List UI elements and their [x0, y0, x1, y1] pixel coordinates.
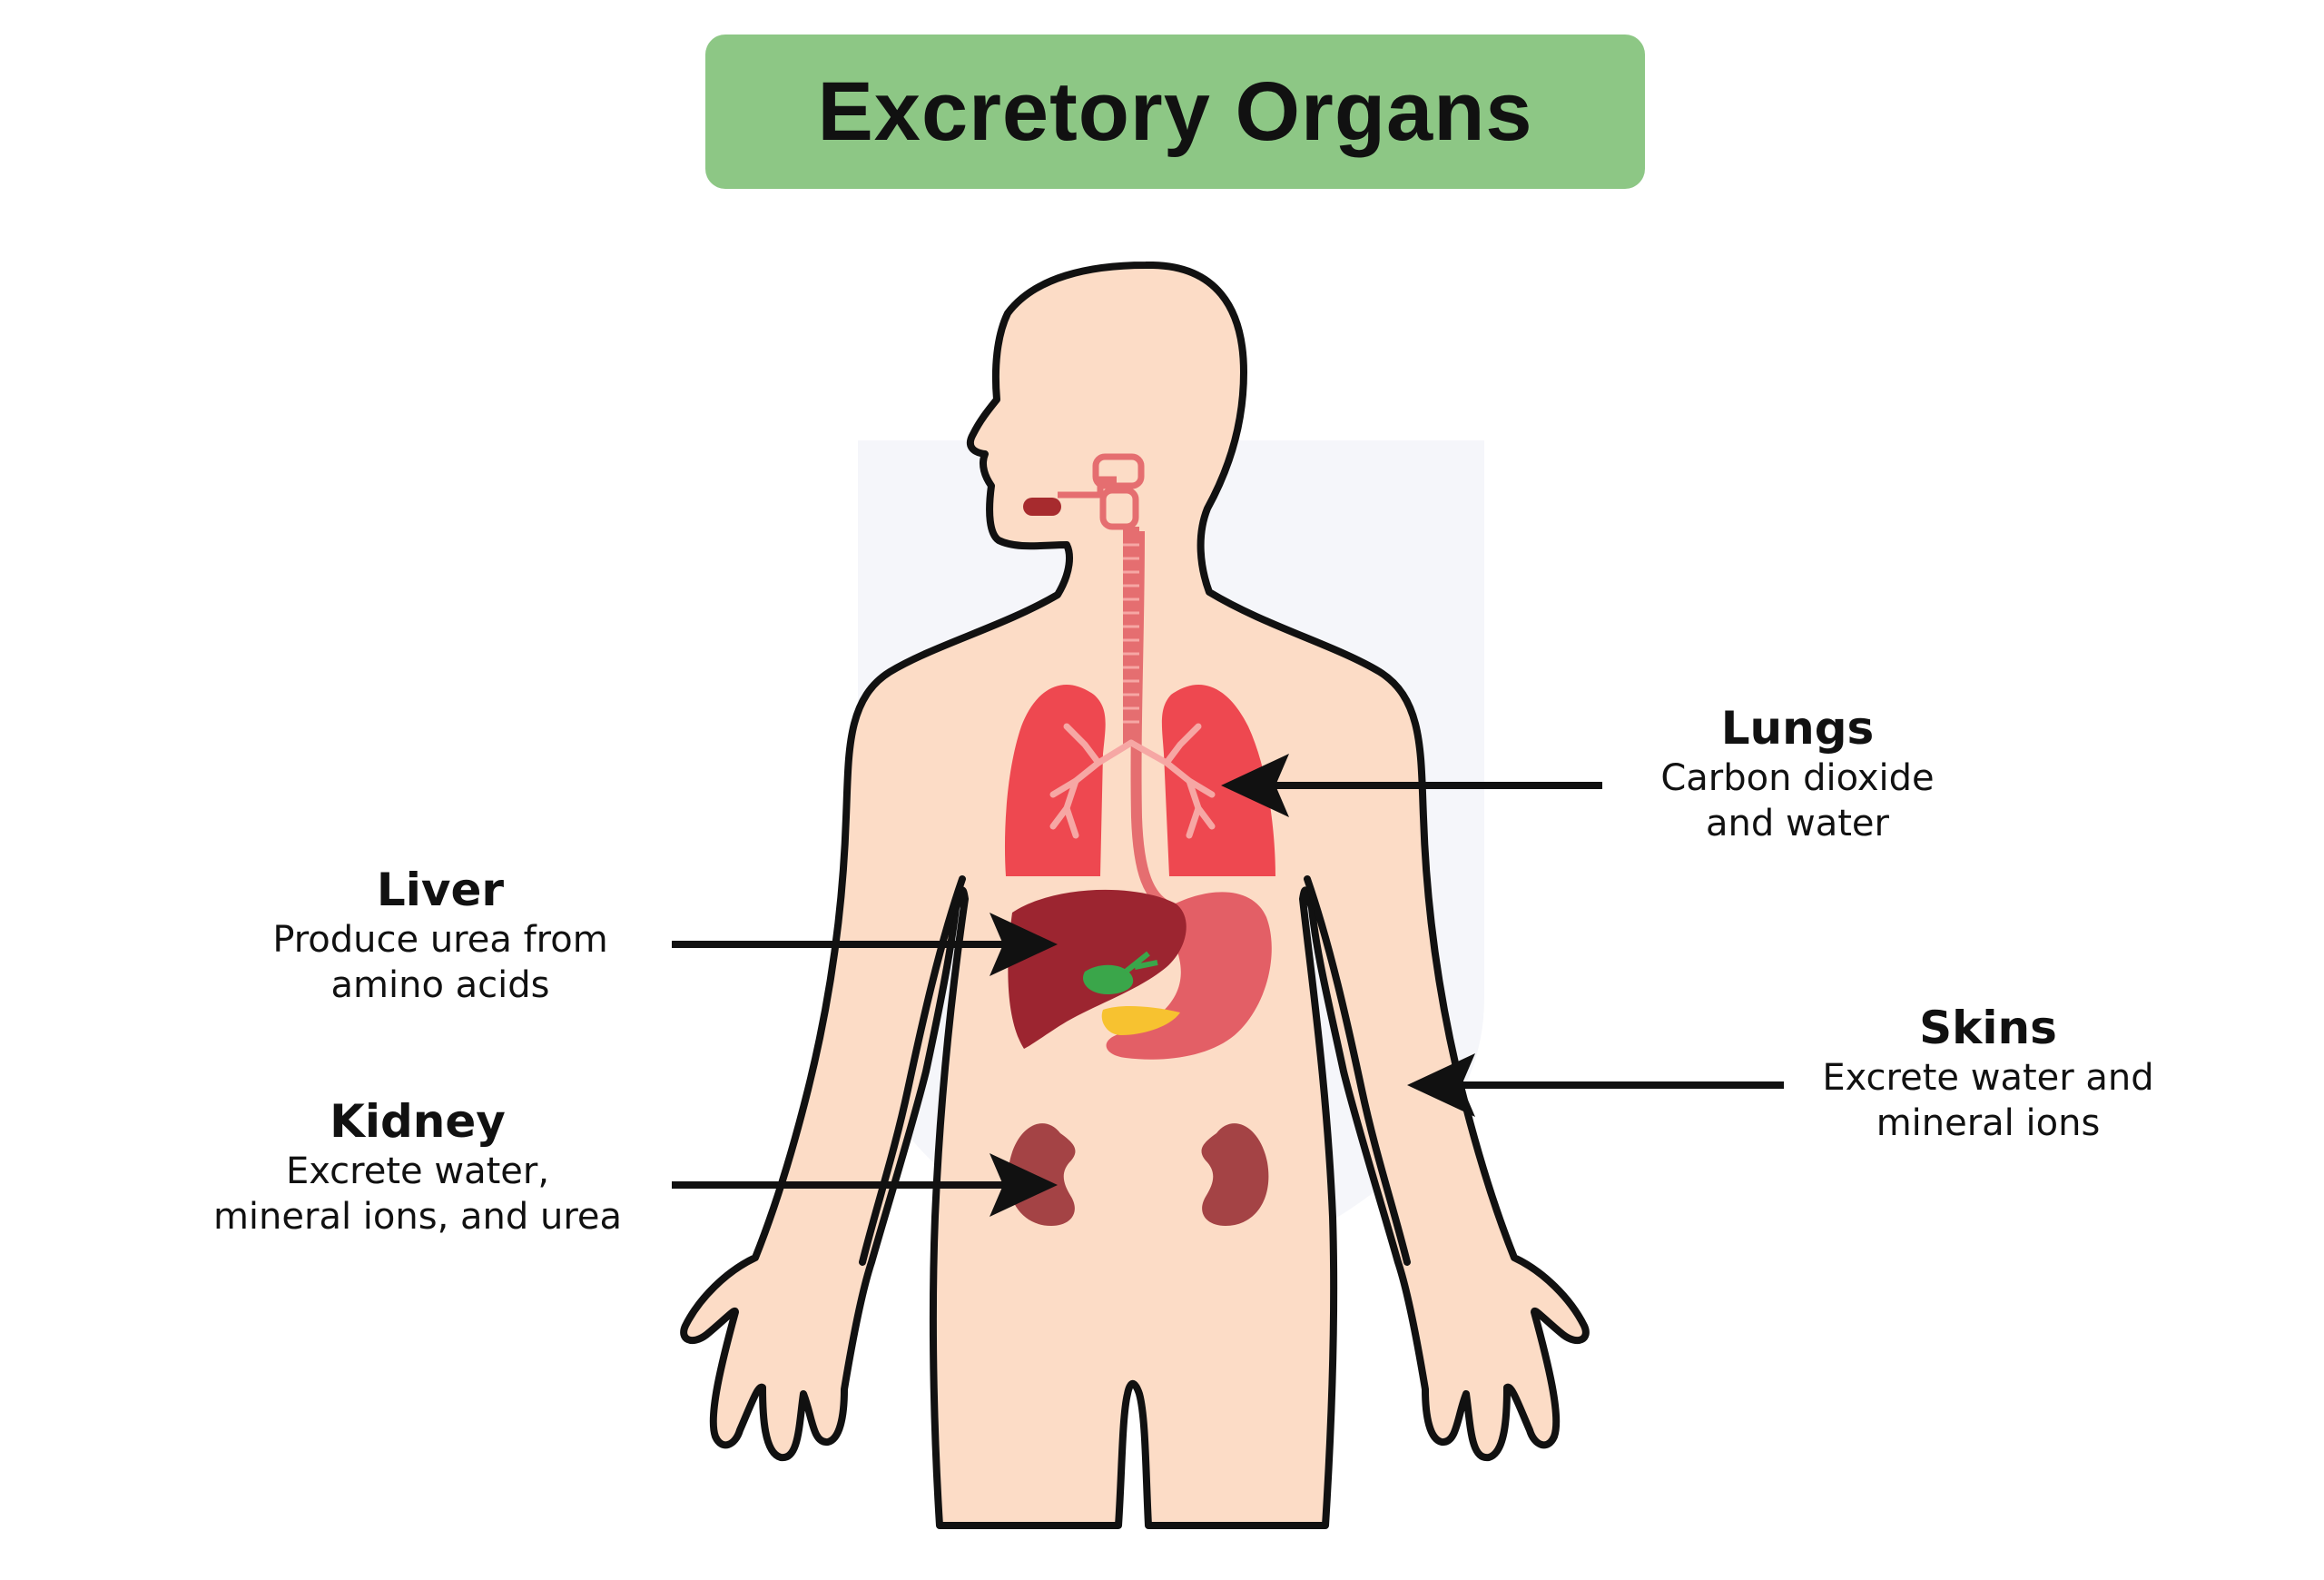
arrow-lungs — [1221, 754, 1602, 817]
title-banner: Excretory Organs — [705, 35, 1645, 189]
label-skins: Skins Excrete water and mineral ions — [1761, 1001, 2215, 1146]
arrow-liver — [672, 913, 1058, 976]
gallbladder — [1082, 964, 1134, 994]
label-skins-desc-2: mineral ions — [1876, 1102, 2101, 1144]
right-arm-inner-line — [1304, 875, 1411, 1266]
diagram-title: Excretory Organs — [817, 64, 1533, 158]
label-kidney-desc-2: mineral ions, and urea — [212, 1196, 623, 1238]
label-lungs: Lungs Carbon dioxide and water — [1607, 701, 1988, 846]
larynx-lower — [1099, 487, 1139, 530]
right-kidney — [1201, 1123, 1269, 1226]
arrow-skins — [1407, 1053, 1784, 1117]
pancreas — [1101, 1006, 1180, 1035]
label-liver-name: Liver — [376, 864, 505, 916]
stomach — [1106, 892, 1272, 1060]
trachea — [1123, 527, 1139, 745]
bile-duct — [1124, 951, 1158, 974]
left-kidney — [1008, 1123, 1076, 1226]
label-liver-desc-1: Produce urea from — [272, 919, 608, 961]
larynx — [1092, 453, 1145, 489]
label-liver: Liver Produce urea from amino acids — [213, 863, 667, 1008]
bronchi — [1049, 723, 1216, 839]
label-lungs-desc-1: Carbon dioxide — [1660, 757, 1935, 799]
label-liver-desc-2: amino acids — [330, 964, 550, 1006]
label-lungs-desc-2: and water — [1706, 803, 1889, 844]
left-lung — [1004, 684, 1106, 876]
label-kidney: Kidney Excrete water, mineral ions, and … — [182, 1094, 654, 1239]
label-kidney-name: Kidney — [330, 1095, 506, 1148]
label-kidney-desc-1: Excrete water, — [285, 1150, 550, 1192]
arrow-kidney — [672, 1153, 1058, 1217]
label-lungs-name: Lungs — [1720, 702, 1875, 755]
label-skins-name: Skins — [1919, 1002, 2057, 1054]
tongue — [1023, 498, 1061, 516]
label-skins-desc-1: Excrete water and — [1822, 1057, 2154, 1099]
